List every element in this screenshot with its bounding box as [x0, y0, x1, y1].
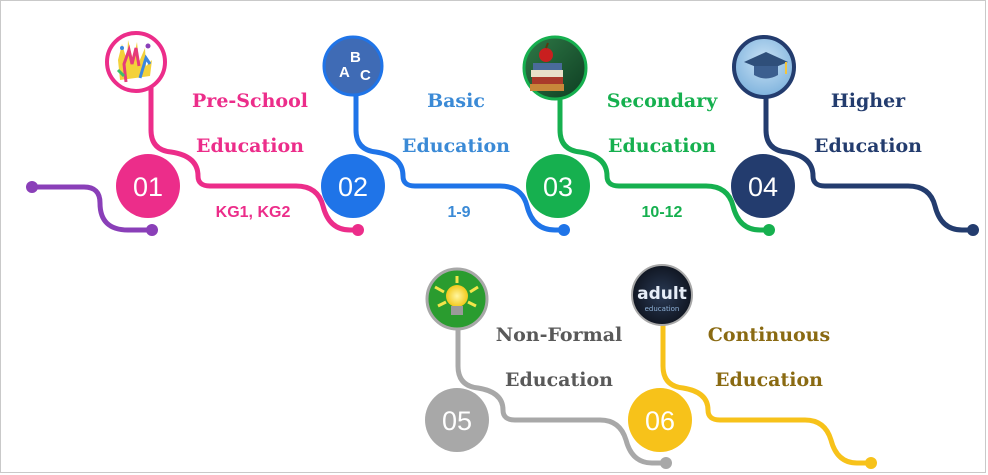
endpoint-dot: [558, 224, 570, 236]
stage-title: Non-Formal: [496, 324, 623, 346]
abc-letter: C: [360, 67, 371, 84]
stage-title: Pre-School: [192, 90, 308, 112]
stage-title: Continuous: [708, 324, 830, 346]
stage-title: Education: [402, 135, 510, 157]
stage-number: 03: [543, 172, 573, 202]
stage-number: 04: [748, 172, 778, 202]
stage-number: 06: [645, 406, 675, 436]
endpoint-dot: [352, 224, 364, 236]
endpoint-dot: [967, 224, 979, 236]
stage-number-circle: [321, 154, 385, 218]
endpoint-dot: [763, 224, 775, 236]
graduation-cap-icon: [732, 35, 796, 99]
endpoint-dot: [26, 181, 38, 193]
stage-number-circle: [731, 154, 795, 218]
stage-number: 02: [338, 172, 368, 202]
endpoint-dot: [865, 457, 877, 469]
stage-title: Education: [196, 135, 304, 157]
abc-letters-icon: A B C: [322, 35, 384, 97]
stage-grades: KG1, KG2: [216, 204, 291, 221]
connector-05: [455, 322, 668, 466]
stage-title: Secondary: [607, 90, 718, 112]
adult-icon-text: adult: [637, 284, 687, 304]
adult-education-icon: adult education: [631, 264, 693, 326]
connector-02: [353, 85, 566, 233]
endpoint-dot: [660, 457, 672, 469]
stage-number-circle: [526, 154, 590, 218]
stage-title: Basic: [427, 90, 485, 112]
stage-title: Education: [814, 135, 922, 157]
stage-grades: 10-12: [642, 204, 683, 221]
stage-number-circle: [628, 388, 692, 452]
connector-03: [557, 85, 771, 233]
connector-lead-in: [29, 184, 154, 233]
stage-title: Higher: [831, 90, 906, 112]
stage-number-circle: [116, 154, 180, 218]
light-bulb-icon: [425, 267, 489, 331]
stage-title: Education: [505, 369, 613, 391]
stage-number: 01: [133, 172, 163, 202]
adult-icon-subtext: education: [645, 305, 680, 313]
abc-letter: A: [339, 64, 350, 81]
connector-06: [660, 322, 873, 466]
stage-grades: 1-9: [447, 204, 470, 221]
stage-title: Education: [608, 135, 716, 157]
connector-01: [148, 85, 360, 233]
books-apple-icon: [522, 35, 588, 101]
stage-title: Education: [715, 369, 823, 391]
endpoint-dot: [146, 224, 158, 236]
abc-letter: B: [350, 49, 361, 66]
painted-hand-icon: [105, 31, 167, 93]
stage-number-circle: [425, 388, 489, 452]
connector-04: [763, 85, 975, 233]
stage-number: 05: [442, 406, 472, 436]
